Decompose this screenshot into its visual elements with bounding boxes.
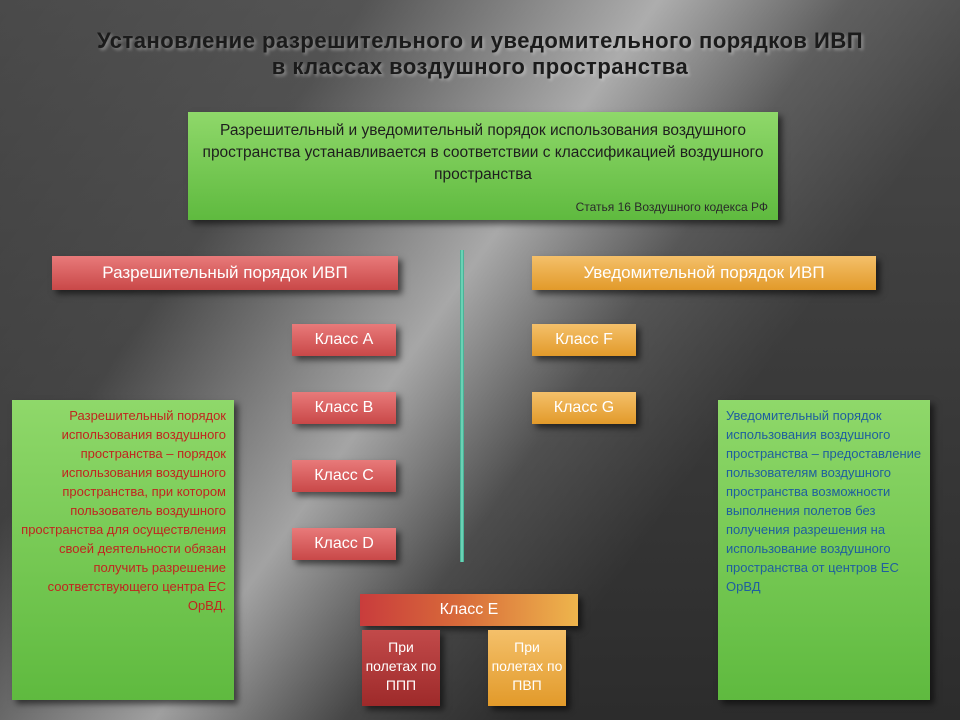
class-a-box: Класс A bbox=[292, 324, 396, 356]
class-f-box: Класс F bbox=[532, 324, 636, 356]
citation: Статья 16 Воздушного кодекса РФ bbox=[575, 200, 768, 214]
class-e-box: Класс E bbox=[360, 594, 578, 626]
classification-box: Разрешительный и уведомительный порядок … bbox=[188, 112, 778, 220]
classification-text: Разрешительный и уведомительный порядок … bbox=[202, 122, 764, 183]
center-divider bbox=[460, 250, 464, 562]
title-line-2: в классах воздушного пространства bbox=[271, 54, 689, 79]
notification-header: Уведомительной порядок ИВП bbox=[532, 256, 876, 290]
class-e-vfr-box: При полетах по ПВП bbox=[488, 630, 566, 706]
permissive-definition-box: Разрешительный порядок использования воз… bbox=[12, 400, 234, 700]
class-b-box: Класс B bbox=[292, 392, 396, 424]
class-g-box: Класс G bbox=[532, 392, 636, 424]
class-d-box: Класс D bbox=[292, 528, 396, 560]
permissive-definition-text: Разрешительный порядок использования воз… bbox=[21, 408, 226, 613]
title-line-1: Установление разрешительного и уведомите… bbox=[96, 28, 864, 53]
class-c-box: Класс C bbox=[292, 460, 396, 492]
notification-definition-box: Уведомительный порядок использования воз… bbox=[718, 400, 930, 700]
notification-definition-text: Уведомительный порядок использования воз… bbox=[726, 408, 922, 594]
permissive-header: Разрешительный порядок ИВП bbox=[52, 256, 398, 290]
slide-title: Установление разрешительного и уведомите… bbox=[60, 28, 900, 80]
class-e-ifr-box: При полетах по ППП bbox=[362, 630, 440, 706]
